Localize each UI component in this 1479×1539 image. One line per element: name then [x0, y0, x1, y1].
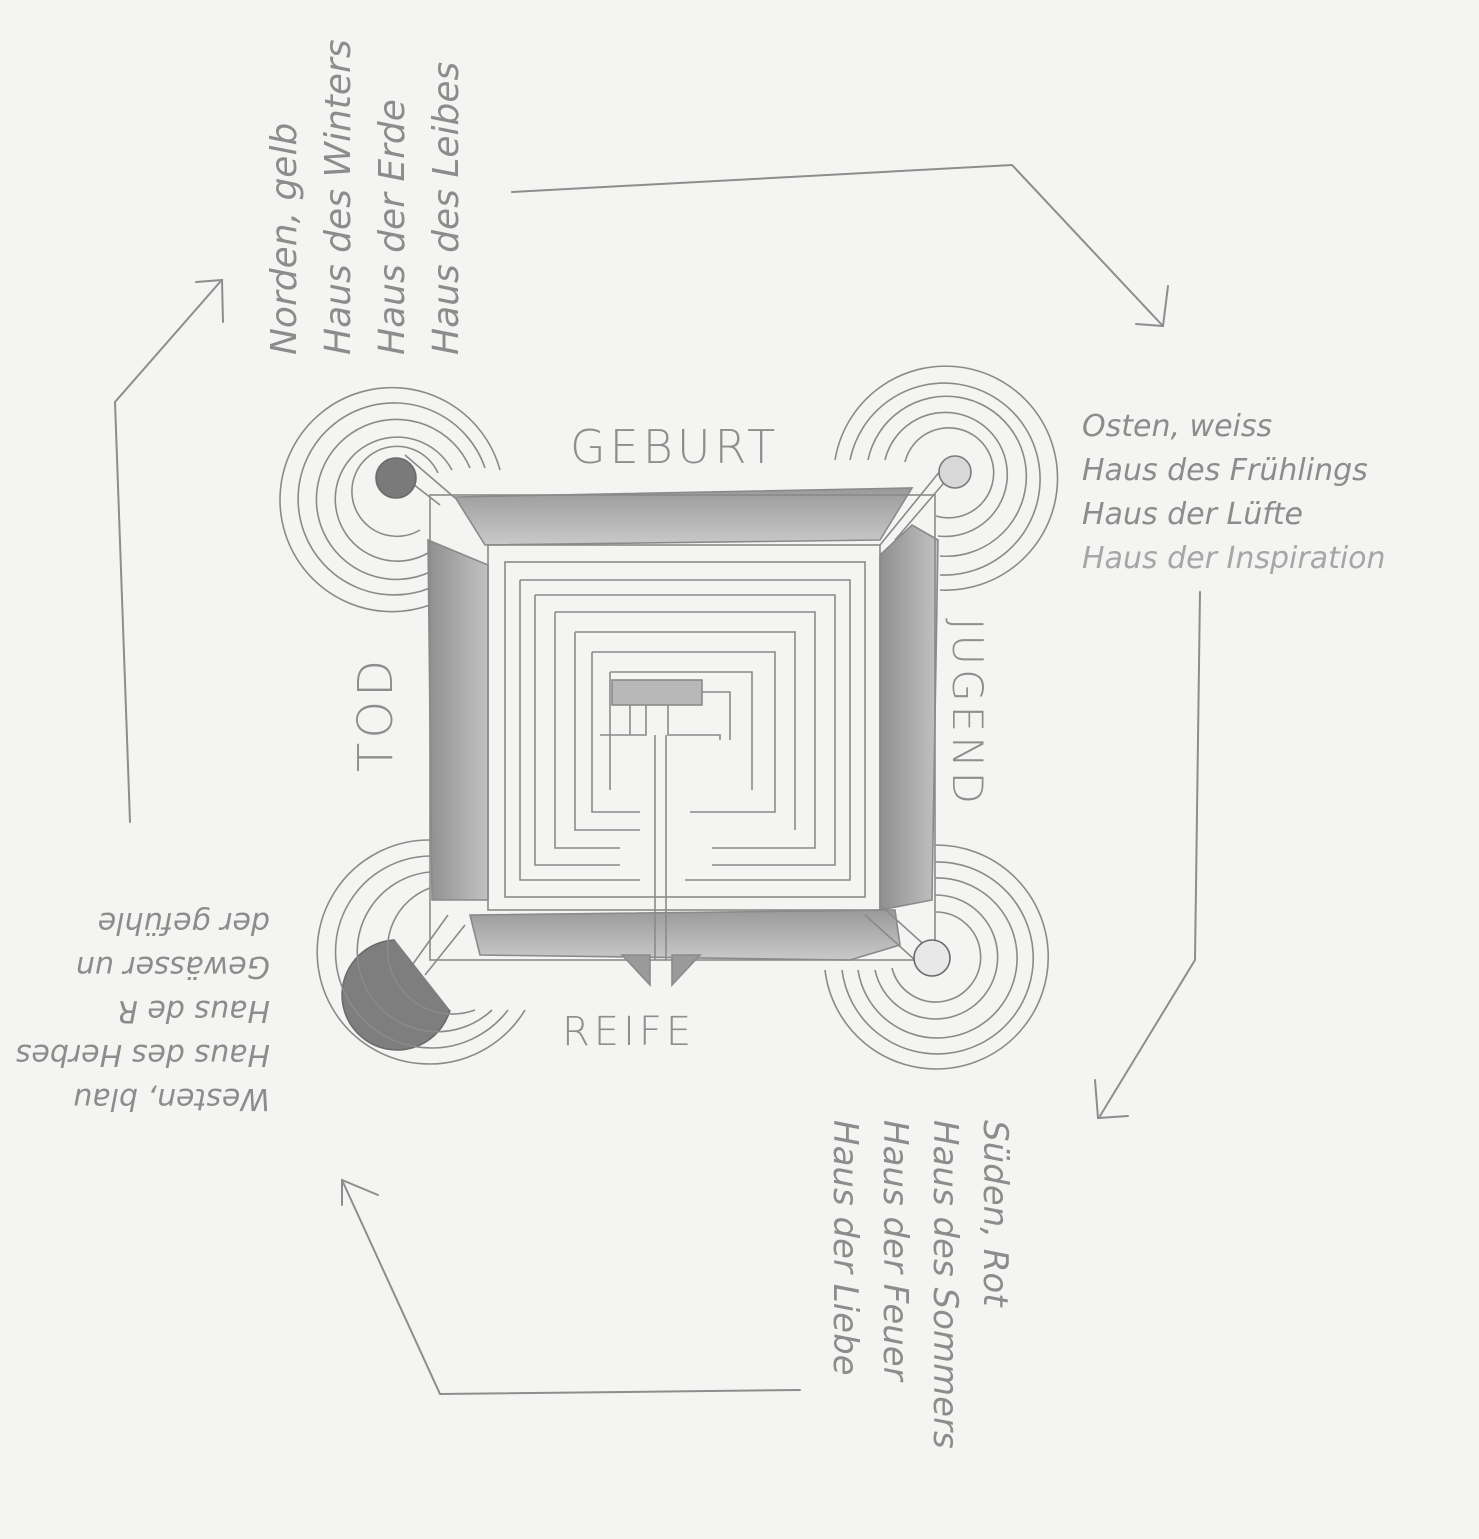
note-west-line-2: Haus de R [16, 988, 270, 1032]
note-south: Süden, Rot Haus des Sommers Haus der Feu… [820, 1120, 1020, 1449]
arrow-west-to-north [115, 282, 220, 822]
labyrinth-center [612, 680, 702, 705]
stage-label-bottom: REIFE [562, 1012, 695, 1052]
note-west-line-1: Haus des Herbes [16, 1032, 270, 1076]
stage-label-right: JUGEND [946, 618, 988, 808]
note-west-line-3: Gewässer un [16, 944, 270, 988]
arrow-south-to-west [342, 1180, 800, 1394]
spiral-north-east [835, 366, 1058, 590]
note-east: Osten, weiss Haus des Frühlings Haus der… [1082, 405, 1386, 581]
frame-top-shade [455, 488, 912, 545]
note-north-line-2: Haus der Erde [366, 39, 420, 355]
frame-bottom-shade [470, 910, 900, 960]
note-north-line-1: Haus des Winters [312, 39, 366, 355]
note-south-title: Süden, Rot [970, 1120, 1020, 1449]
note-south-line-3: Haus der Liebe [820, 1120, 870, 1449]
note-west: Westen, blau Haus des Herbes Haus de R G… [16, 900, 270, 1120]
arrow-north-to-east [512, 165, 1162, 325]
note-south-line-2: Haus der Feuer [870, 1120, 920, 1449]
note-north: Norden, gelb Haus des Winters Haus der E… [258, 39, 474, 355]
arrow-east-to-south [1100, 592, 1200, 1116]
note-east-title: Osten, weiss [1082, 405, 1386, 449]
frame-left-shade [428, 540, 488, 900]
note-east-line-2: Haus der Lüfte [1082, 493, 1386, 537]
note-east-line-3: Haus der Inspiration [1082, 537, 1386, 581]
note-north-line-3: Haus des Leibes [420, 39, 474, 355]
note-east-line-1: Haus des Frühlings [1082, 449, 1386, 493]
note-south-line-1: Haus des Sommers [920, 1120, 970, 1449]
stage-label-left: TOD [352, 656, 400, 772]
note-west-title: Westen, blau [16, 1076, 270, 1120]
frame-right-shade [880, 525, 938, 910]
stage-label-top: GEBURT [570, 424, 779, 470]
note-north-title: Norden, gelb [258, 39, 312, 355]
note-west-line-4: der gefühle [16, 900, 270, 944]
